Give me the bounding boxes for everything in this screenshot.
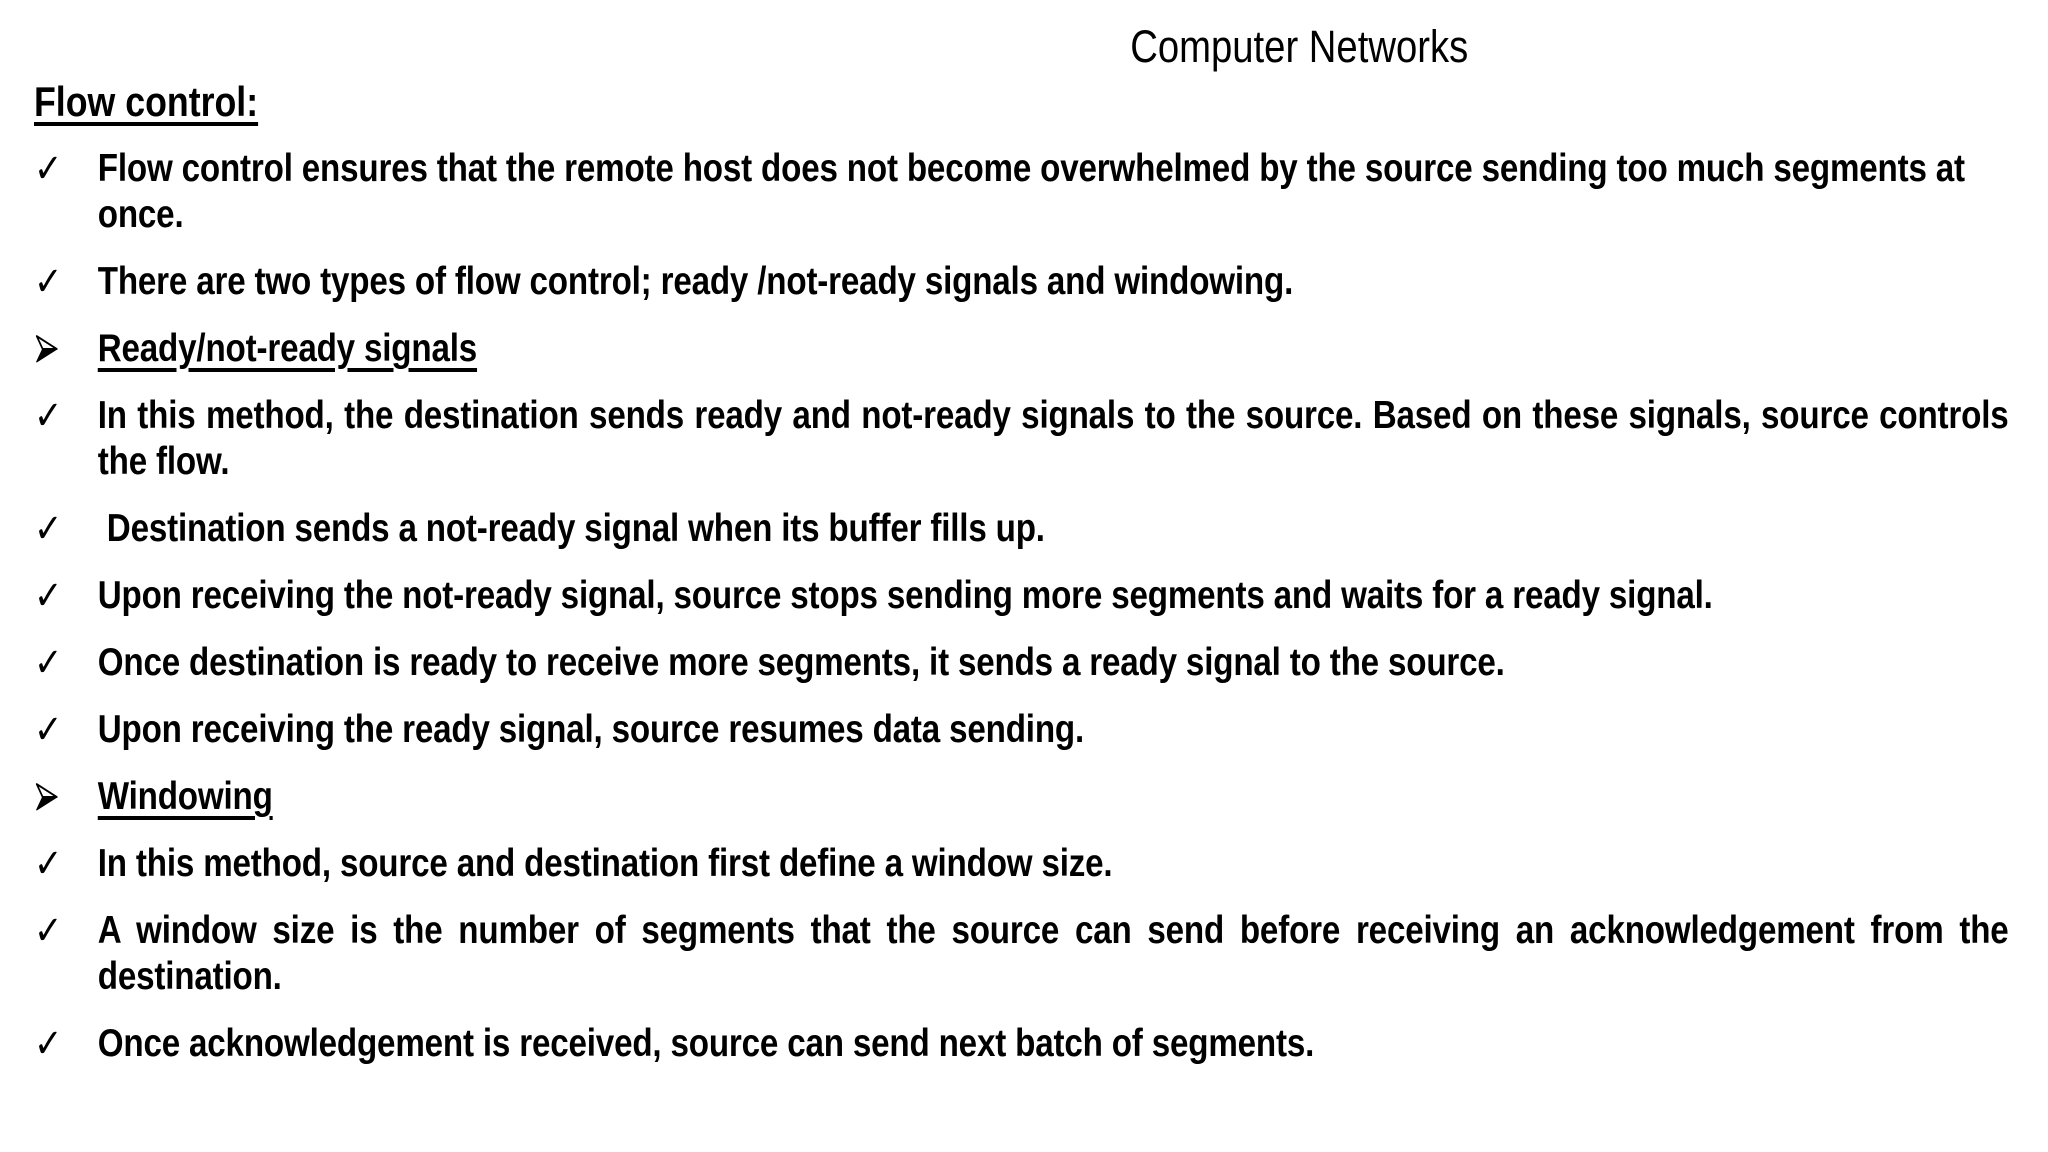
check-icon: ✓ [34,506,63,552]
check-icon: ✓ [34,908,63,954]
list-item: ✓ A window size is the number of segment… [34,908,2009,1000]
list-item: ✓ Once destination is ready to receive m… [34,640,2009,686]
bullet-text: A window size is the number of segments … [97,909,2018,998]
check-icon: ✓ [34,640,63,686]
check-icon: ✓ [34,259,63,305]
arrow-icon [34,326,98,364]
list-item: ✓ There are two types of flow control; r… [34,259,2009,305]
list-item: ✓ Upon receiving the not-ready signal, s… [34,573,2009,619]
section-heading: Flow control: [34,78,259,125]
check-icon: ✓ [34,573,63,619]
bullet-text: Once destination is ready to receive mor… [97,641,1505,684]
list-item: ✓ In this method, the destination sends … [34,393,2009,485]
list-item: ✓ Flow control ensures that the remote h… [34,146,2009,238]
list-item: Windowing [34,774,2009,820]
subsection-heading: Ready/not-ready signals [97,327,478,370]
check-icon: ✓ [34,146,63,192]
bullet-list: ✓ Flow control ensures that the remote h… [34,146,2009,1067]
bullet-text: Once acknowledgement is received, source… [97,1022,1315,1065]
arrow-icon [34,774,98,812]
bullet-text: In this method, the destination sends re… [97,394,2018,483]
slide-content: Computer Networks Flow control: ✓ Flow c… [34,21,2009,1067]
subsection-heading: Windowing [97,775,273,818]
list-item: ✓ In this method, source and destination… [34,841,2009,887]
page-title: Computer Networks [1130,21,1469,72]
bullet-text: Destination sends a not-ready signal whe… [97,507,1045,550]
bullet-text: Flow control ensures that the remote hos… [97,147,1974,236]
bullet-text: Upon receiving the ready signal, source … [97,708,1085,751]
check-icon: ✓ [34,707,63,753]
bullet-text: There are two types of flow control; rea… [97,260,1294,303]
check-icon: ✓ [34,841,63,887]
list-item: Ready/not-ready signals [34,326,2009,372]
bullet-text: Upon receiving the not-ready signal, sou… [97,574,1713,617]
list-item: ✓ Once acknowledgement is received, sour… [34,1021,2009,1067]
list-item: ✓ Destination sends a not-ready signal w… [34,506,2009,552]
check-icon: ✓ [34,1021,63,1067]
check-icon: ✓ [34,393,63,439]
list-item: ✓ Upon receiving the ready signal, sourc… [34,707,2009,753]
bullet-text: In this method, source and destination f… [97,842,1113,885]
